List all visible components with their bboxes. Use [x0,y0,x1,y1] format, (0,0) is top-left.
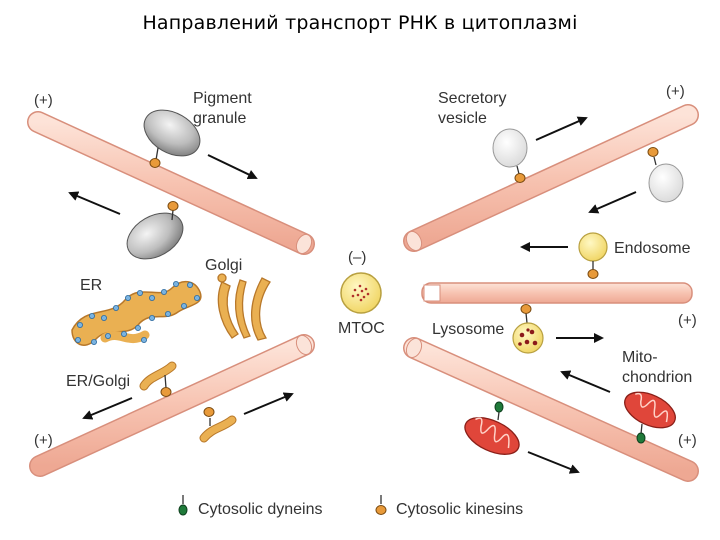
mitochondrion-moving-plus [464,401,520,455]
er-golgi-vesicle-plus [199,407,237,443]
arrow-er-golgi-to-minus [82,397,133,420]
page-title: Направлений транспорт РНК в цитоплазмі [142,12,578,34]
endoplasmic-reticulum [71,280,202,346]
er-golgi-vesicle-minus [139,361,177,397]
arrow-pigment-to-plus [207,154,258,180]
mitochondrion-moving-minus [624,391,676,444]
secretory-vesicle-minus [647,147,684,203]
legend-dynein: Cytosolic dyneins [178,495,323,518]
kinesin-icon [375,505,387,515]
er-golgi-label: ER/Golgi [66,373,130,390]
secretory-vesicle-label: Secretory vesicle [438,90,511,127]
plus-label-mid-right: (+) [678,312,697,329]
golgi-label: Golgi [205,257,242,274]
mitochondrion-label: Mito- chondrion [622,349,692,386]
mtoc-centrosome [340,272,382,314]
dynein-icon [178,504,188,516]
microtubule-left-bottom [29,334,315,477]
microtubule-right-top [403,104,699,252]
pigment-granule-moving-minus [126,201,184,260]
legend-kinesin-label: Cytosolic kinesins [396,501,523,518]
plus-label-top-right: (+) [666,83,685,100]
arrow-mitochondrion-to-minus [560,370,611,393]
plus-label-top-left: (+) [34,92,53,109]
secretory-vesicle-plus [492,128,528,183]
legend-dynein-label: Cytosolic dyneins [198,501,323,518]
lysosome-label: Lysosome [432,321,504,338]
endosome [578,232,608,279]
plus-label-bottom-left: (+) [34,432,53,449]
arrow-pigment-to-minus [68,191,121,215]
mtoc-label: MTOC [338,320,385,337]
microtubule-right-middle [421,282,693,304]
minus-label-center: (–) [348,249,366,266]
er-label: ER [80,277,102,294]
pigment-granule-label: Pigment granule [193,90,256,127]
arrow-mitochondrion-to-plus [527,451,580,474]
golgi-apparatus [217,273,271,341]
legend-kinesin: Cytosolic kinesins [375,495,523,518]
microtubule-right-bottom [403,337,699,482]
microtubule-left-top [27,111,315,255]
arrow-secretory-to-minus [588,191,637,214]
arrow-er-golgi-to-plus [243,392,294,415]
endosome-label: Endosome [614,240,691,257]
plus-label-bottom-right: (+) [678,432,697,449]
arrow-secretory-to-plus [535,116,588,141]
lysosome [512,304,544,354]
pigment-granule-moving-plus [143,109,201,168]
